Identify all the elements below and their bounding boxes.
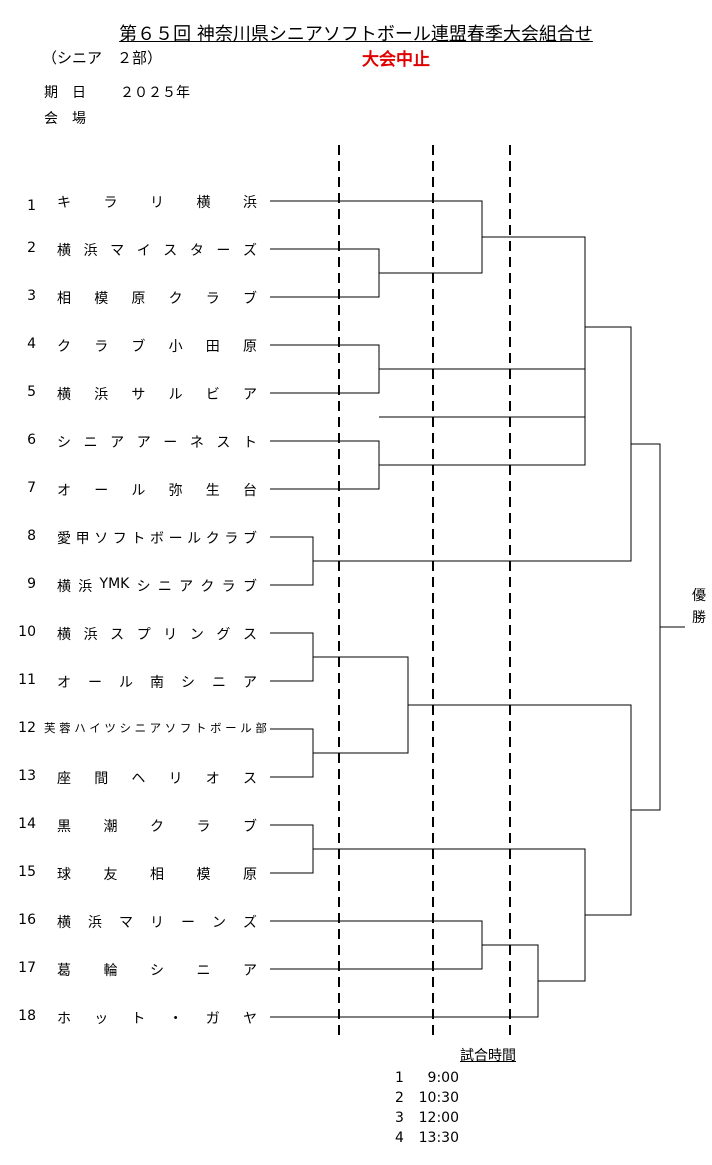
winner-label: 優勝 (692, 588, 706, 626)
bracket-match (270, 920, 483, 970)
team-number: 11 (18, 672, 36, 688)
bracket-match (313, 326, 632, 562)
schedule-row: 3 12:00 (395, 1110, 459, 1126)
bracket-match (270, 728, 314, 778)
bracket-match (270, 944, 539, 1018)
schedule-time: 9:00 (427, 1070, 459, 1086)
team-number: 15 (18, 864, 36, 880)
date-value: ２０２５年 (120, 85, 190, 101)
bracket-match (313, 656, 409, 754)
team-name: オール弥生台 (57, 483, 257, 499)
date-label: 期 日 (44, 85, 86, 101)
team-name: 球友相模原 (57, 867, 257, 883)
schedule-round: 2 (395, 1090, 404, 1106)
team-number: 18 (18, 1008, 36, 1024)
team-number: 5 (27, 384, 36, 400)
team-number: 3 (27, 288, 36, 304)
team-name: 横浜サルビア (57, 387, 257, 403)
team-name: 愛甲ソフトボールクラブ (57, 531, 257, 547)
team-number: 6 (27, 432, 36, 448)
team-name: 相模原クラブ (57, 291, 257, 307)
schedule-row: 4 13:30 (395, 1130, 459, 1146)
schedule-title: 試合時間 (460, 1048, 516, 1064)
team-name: シニアアーネスト (57, 435, 257, 451)
bracket-match (270, 440, 380, 490)
bracket-match (270, 824, 314, 874)
schedule-time: 12:00 (418, 1110, 459, 1126)
schedule-round: 3 (395, 1110, 404, 1126)
schedule-row: 2 10:30 (395, 1090, 459, 1106)
schedule-round: 1 (395, 1070, 404, 1086)
team-number: 16 (18, 912, 36, 928)
bracket-match (270, 200, 483, 274)
team-number: 10 (18, 624, 36, 640)
team-name: 芙蓉ハイツシニアソフトボール部 (44, 721, 267, 735)
team-name: 横浜マリーンズ (57, 915, 257, 931)
bracket-match (270, 632, 314, 682)
team-name: キラリ横浜 (57, 195, 257, 211)
team-number: 17 (18, 960, 36, 976)
team-name: クラブ小田原 (57, 339, 257, 355)
bracket-match (270, 536, 314, 586)
team-name: ホット・ガヤ (57, 1011, 257, 1027)
team-name: 座間ヘリオス (57, 771, 257, 787)
schedule-row: 1 9:00 (395, 1070, 459, 1086)
team-name: 横浜スプリングス (57, 627, 257, 643)
division-label: （シニア ２部） (42, 49, 163, 67)
bracket-match (270, 248, 380, 298)
team-number: 4 (27, 336, 36, 352)
team-name: 黒潮クラブ (57, 819, 257, 835)
team-name: オール南シニア (57, 675, 257, 691)
bracket-match (313, 848, 586, 982)
team-number: 13 (18, 768, 36, 784)
team-name: 葛輪シニア (57, 963, 257, 979)
bracket-match (408, 704, 632, 916)
bracket-match (631, 443, 661, 811)
cancel-notice: 大会中止 (362, 50, 430, 70)
schedule-round: 4 (395, 1130, 404, 1146)
team-number: 14 (18, 816, 36, 832)
team-number: 12 (18, 720, 36, 736)
page-title: 第６５回 神奈川県シニアソフトボール連盟春季大会組合せ (119, 24, 593, 45)
team-number: 2 (27, 240, 36, 256)
team-number: 7 (27, 480, 36, 496)
bracket-match (270, 344, 380, 394)
venue-label: 会 場 (44, 111, 86, 127)
schedule-time: 10:30 (418, 1090, 459, 1106)
team-name: 横浜マイスターズ (57, 243, 257, 259)
team-number: 8 (27, 528, 36, 544)
team-number: 1 (27, 198, 36, 214)
team-number: 9 (27, 576, 36, 592)
schedule-time: 13:30 (418, 1130, 459, 1146)
